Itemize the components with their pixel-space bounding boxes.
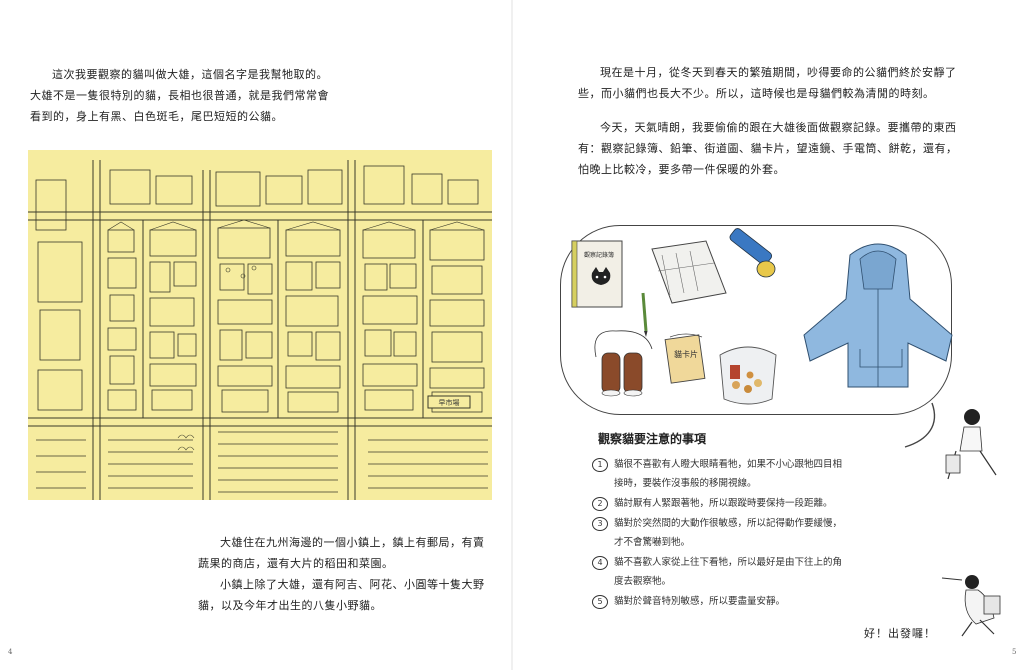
tip-line: 度去觀察牠。 xyxy=(614,576,672,587)
text-line: 現在是十月，從冬天到春天的繁殖期間，吵得要命的公貓們終於安靜了 xyxy=(600,66,957,79)
page-number: 4 xyxy=(8,648,13,656)
text-line: 怕晚上比較冷，要多帶一件保暖的外套。 xyxy=(578,163,785,176)
text-line: 些，而小貓們也長大不少。所以，這時候也是母貓們較為清閒的時刻。 xyxy=(578,87,935,100)
supplies-paragraph: 今天，天氣晴朗，我要偷偷的跟在大雄後面做觀察記錄。要攜帶的東西 有：觀察記錄簿、… xyxy=(578,117,1014,180)
tip-item: 4 貓不喜歡人家從上往下看牠，所以最好是由下往上的角 度去觀察牠。 xyxy=(592,553,892,591)
tip-line: 貓很不喜歡有人瞪大眼睛看牠，如果不小心跟牠四目相 xyxy=(614,459,843,470)
tip-line: 貓不喜歡人家從上往下看牠，所以最好是由下往上的角 xyxy=(614,557,843,568)
cookie-bag-icon xyxy=(719,346,777,405)
tip-number: 4 xyxy=(592,556,608,570)
girl-figure-icon xyxy=(945,409,997,480)
text-line: 貓，以及今年才出生的八隻小野貓。 xyxy=(198,599,382,612)
text-line: 蔬果的商店，還有大片的稻田和菜園。 xyxy=(198,557,394,570)
tip-item: 1 貓很不喜歡有人瞪大眼睛看牠，如果不小心跟牠四目相 接時，要裝作沒事般的移開視… xyxy=(592,455,892,493)
running-girl-icon xyxy=(941,575,1001,637)
body-paragraph: 大雄住在九州海邊的一個小鎮上，鎮上有郵局，有賣 蔬果的商店，還有大片的稻田和菜園… xyxy=(198,532,498,616)
tip-number: 3 xyxy=(592,517,608,531)
tip-line: 才不會驚嚇到牠。 xyxy=(614,537,691,548)
tip-item: 3 貓對於突然間的大動作很敏感，所以記得動作要緩慢， 才不會驚嚇到牠。 xyxy=(592,514,892,552)
tip-item: 2 貓討厭有人緊跟著牠，所以跟蹤時要保持一段距離。 xyxy=(592,494,892,513)
binoculars-icon xyxy=(594,330,653,397)
supplies-illustration: 觀察記錄簿 xyxy=(571,228,997,480)
text-line: 看到的，身上有黑、白色斑毛，尾巴短短的公貓。 xyxy=(30,110,283,123)
page-number: 5 xyxy=(1012,648,1017,656)
tip-line: 貓討厭有人緊跟著牠，所以跟蹤時要保持一段距離。 xyxy=(614,498,833,509)
right-page: 現在是十月，從冬天到春天的繁殖期間，吵得要命的公貓們終於安靜了 些，而小貓們也長… xyxy=(512,0,1024,670)
tip-number: 1 xyxy=(592,458,608,472)
text-line: 大雄不是一隻很特別的貓，長相也很普通，就是我們常常會 xyxy=(30,89,329,102)
market-sign-label: 早市場 xyxy=(439,398,460,407)
tip-line: 貓對於聲音特別敏感，所以要盡量安靜。 xyxy=(614,596,786,607)
tip-number: 5 xyxy=(592,595,608,609)
town-map-illustration: 早市場 xyxy=(28,150,492,500)
tip-number: 2 xyxy=(592,497,608,511)
tips-box: 觀察貓要注意的事項 1 貓很不喜歡有人瞪大眼睛看牠，如果不小心跟牠四目相 接時，… xyxy=(592,430,892,612)
cat-card-icon xyxy=(664,333,706,384)
closing-exclamation: 好！出發囉！ xyxy=(864,627,936,640)
flashlight-icon xyxy=(729,228,776,278)
tip-item: 5 貓對於聲音特別敏感，所以要盡量安靜。 xyxy=(592,592,892,611)
jacket-icon xyxy=(803,243,953,388)
text-line: 今天，天氣晴朗，我要偷偷的跟在大雄後面做觀察記錄。要攜帶的東西 xyxy=(600,121,957,134)
tip-line: 貓對於突然間的大動作很敏感，所以記得動作要緩慢， xyxy=(614,518,843,529)
text-line: 小鎮上除了大雄，還有阿吉、阿花、小圓等十隻大野 xyxy=(220,578,485,591)
cat-card-label: 貓卡片 xyxy=(674,349,698,359)
street-map-icon xyxy=(651,240,727,304)
page-gutter xyxy=(511,0,513,670)
notebook-label: 觀察記錄簿 xyxy=(584,251,614,259)
left-page: 這次我要觀察的貓叫做大雄，這個名字是我幫牠取的。 大雄不是一隻很特別的貓，長相也… xyxy=(8,64,500,656)
text-line: 有：觀察記錄簿、鉛筆、街道圖、貓卡片，望遠鏡、手電筒、餅乾，還有， xyxy=(578,142,958,155)
text-line: 這次我要觀察的貓叫做大雄，這個名字是我幫牠取的。 xyxy=(52,68,328,81)
town-map-drawing: 早市場 xyxy=(28,160,492,500)
tip-line: 接時，要裝作沒事般的移開視線。 xyxy=(614,478,757,489)
notebook-icon xyxy=(571,240,623,308)
intro-paragraph: 這次我要觀察的貓叫做大雄，這個名字是我幫牠取的。 大雄不是一隻很特別的貓，長相也… xyxy=(30,64,500,127)
season-paragraph: 現在是十月，從冬天到春天的繁殖期間，吵得要命的公貓們終於安靜了 些，而小貓們也長… xyxy=(578,62,1014,104)
text-line: 大雄住在九州海邊的一個小鎮上，鎮上有郵局，有賣 xyxy=(220,536,485,549)
pencil-icon xyxy=(641,292,648,337)
tips-title: 觀察貓要注意的事項 xyxy=(598,432,707,446)
